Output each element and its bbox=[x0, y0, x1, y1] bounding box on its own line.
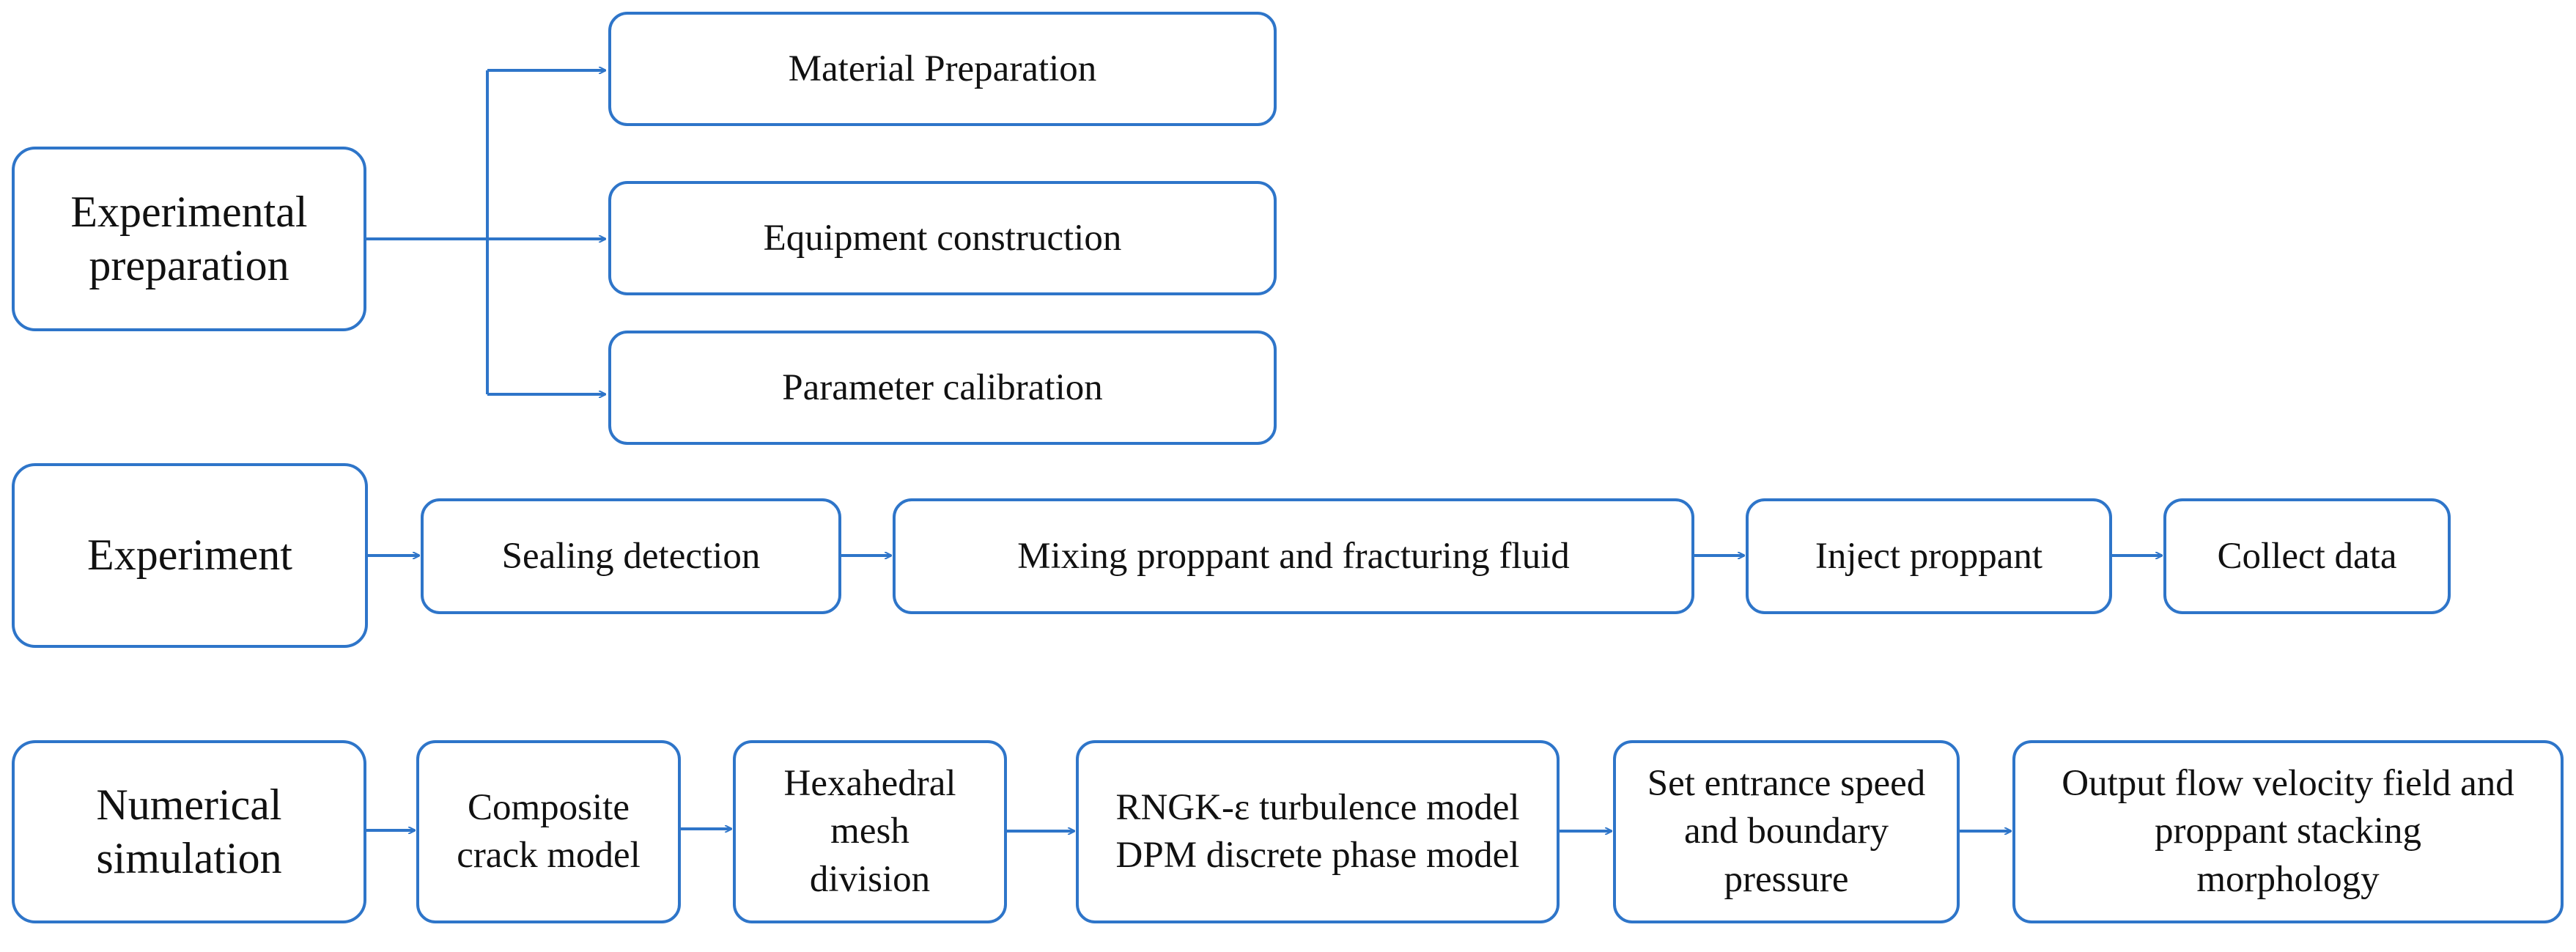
equipment-construction-box: Equipment construction bbox=[608, 181, 1277, 295]
experimental-preparation-label: Experimental preparation bbox=[70, 187, 308, 289]
hexahedral-mesh-division-box: Hexahedral mesh division bbox=[733, 740, 1007, 923]
equipment-construction-label: Equipment construction bbox=[763, 217, 1122, 259]
experiment-box: Experiment bbox=[12, 463, 368, 648]
mixing-proppant-label: Mixing proppant and fracturing fluid bbox=[1017, 535, 1570, 577]
turbulence-dpm-model-label: RNGK-ε turbulence model DPM discrete pha… bbox=[1115, 786, 1520, 876]
experiment-label: Experiment bbox=[87, 531, 292, 580]
entrance-speed-boundary-box: Set entrance speed and boundary pressure bbox=[1613, 740, 1960, 923]
composite-crack-model-box: Composite crack model bbox=[416, 740, 681, 923]
sealing-detection-label: Sealing detection bbox=[501, 535, 761, 577]
collect-data-label: Collect data bbox=[2217, 535, 2397, 577]
numerical-simulation-label: Numerical simulation bbox=[96, 780, 282, 882]
collect-data-box: Collect data bbox=[2163, 498, 2451, 614]
mixing-proppant-box: Mixing proppant and fracturing fluid bbox=[893, 498, 1694, 614]
composite-crack-model-label: Composite crack model bbox=[457, 786, 641, 876]
numerical-simulation-box: Numerical simulation bbox=[12, 740, 366, 923]
experimental-preparation-box: Experimental preparation bbox=[12, 147, 366, 331]
output-flow-velocity-label: Output flow velocity field and proppant … bbox=[2062, 763, 2514, 900]
sealing-detection-box: Sealing detection bbox=[421, 498, 841, 614]
turbulence-dpm-model-box: RNGK-ε turbulence model DPM discrete pha… bbox=[1076, 740, 1560, 923]
material-preparation-box: Material Preparation bbox=[608, 12, 1277, 126]
parameter-calibration-box: Parameter calibration bbox=[608, 331, 1277, 445]
inject-proppant-label: Inject proppant bbox=[1815, 535, 2043, 577]
material-preparation-label: Material Preparation bbox=[788, 48, 1097, 89]
entrance-speed-boundary-label: Set entrance speed and boundary pressure bbox=[1647, 763, 1926, 900]
inject-proppant-box: Inject proppant bbox=[1746, 498, 2112, 614]
output-flow-velocity-box: Output flow velocity field and proppant … bbox=[2012, 740, 2564, 923]
parameter-calibration-label: Parameter calibration bbox=[782, 366, 1103, 408]
hexahedral-mesh-division-label: Hexahedral mesh division bbox=[783, 763, 956, 900]
